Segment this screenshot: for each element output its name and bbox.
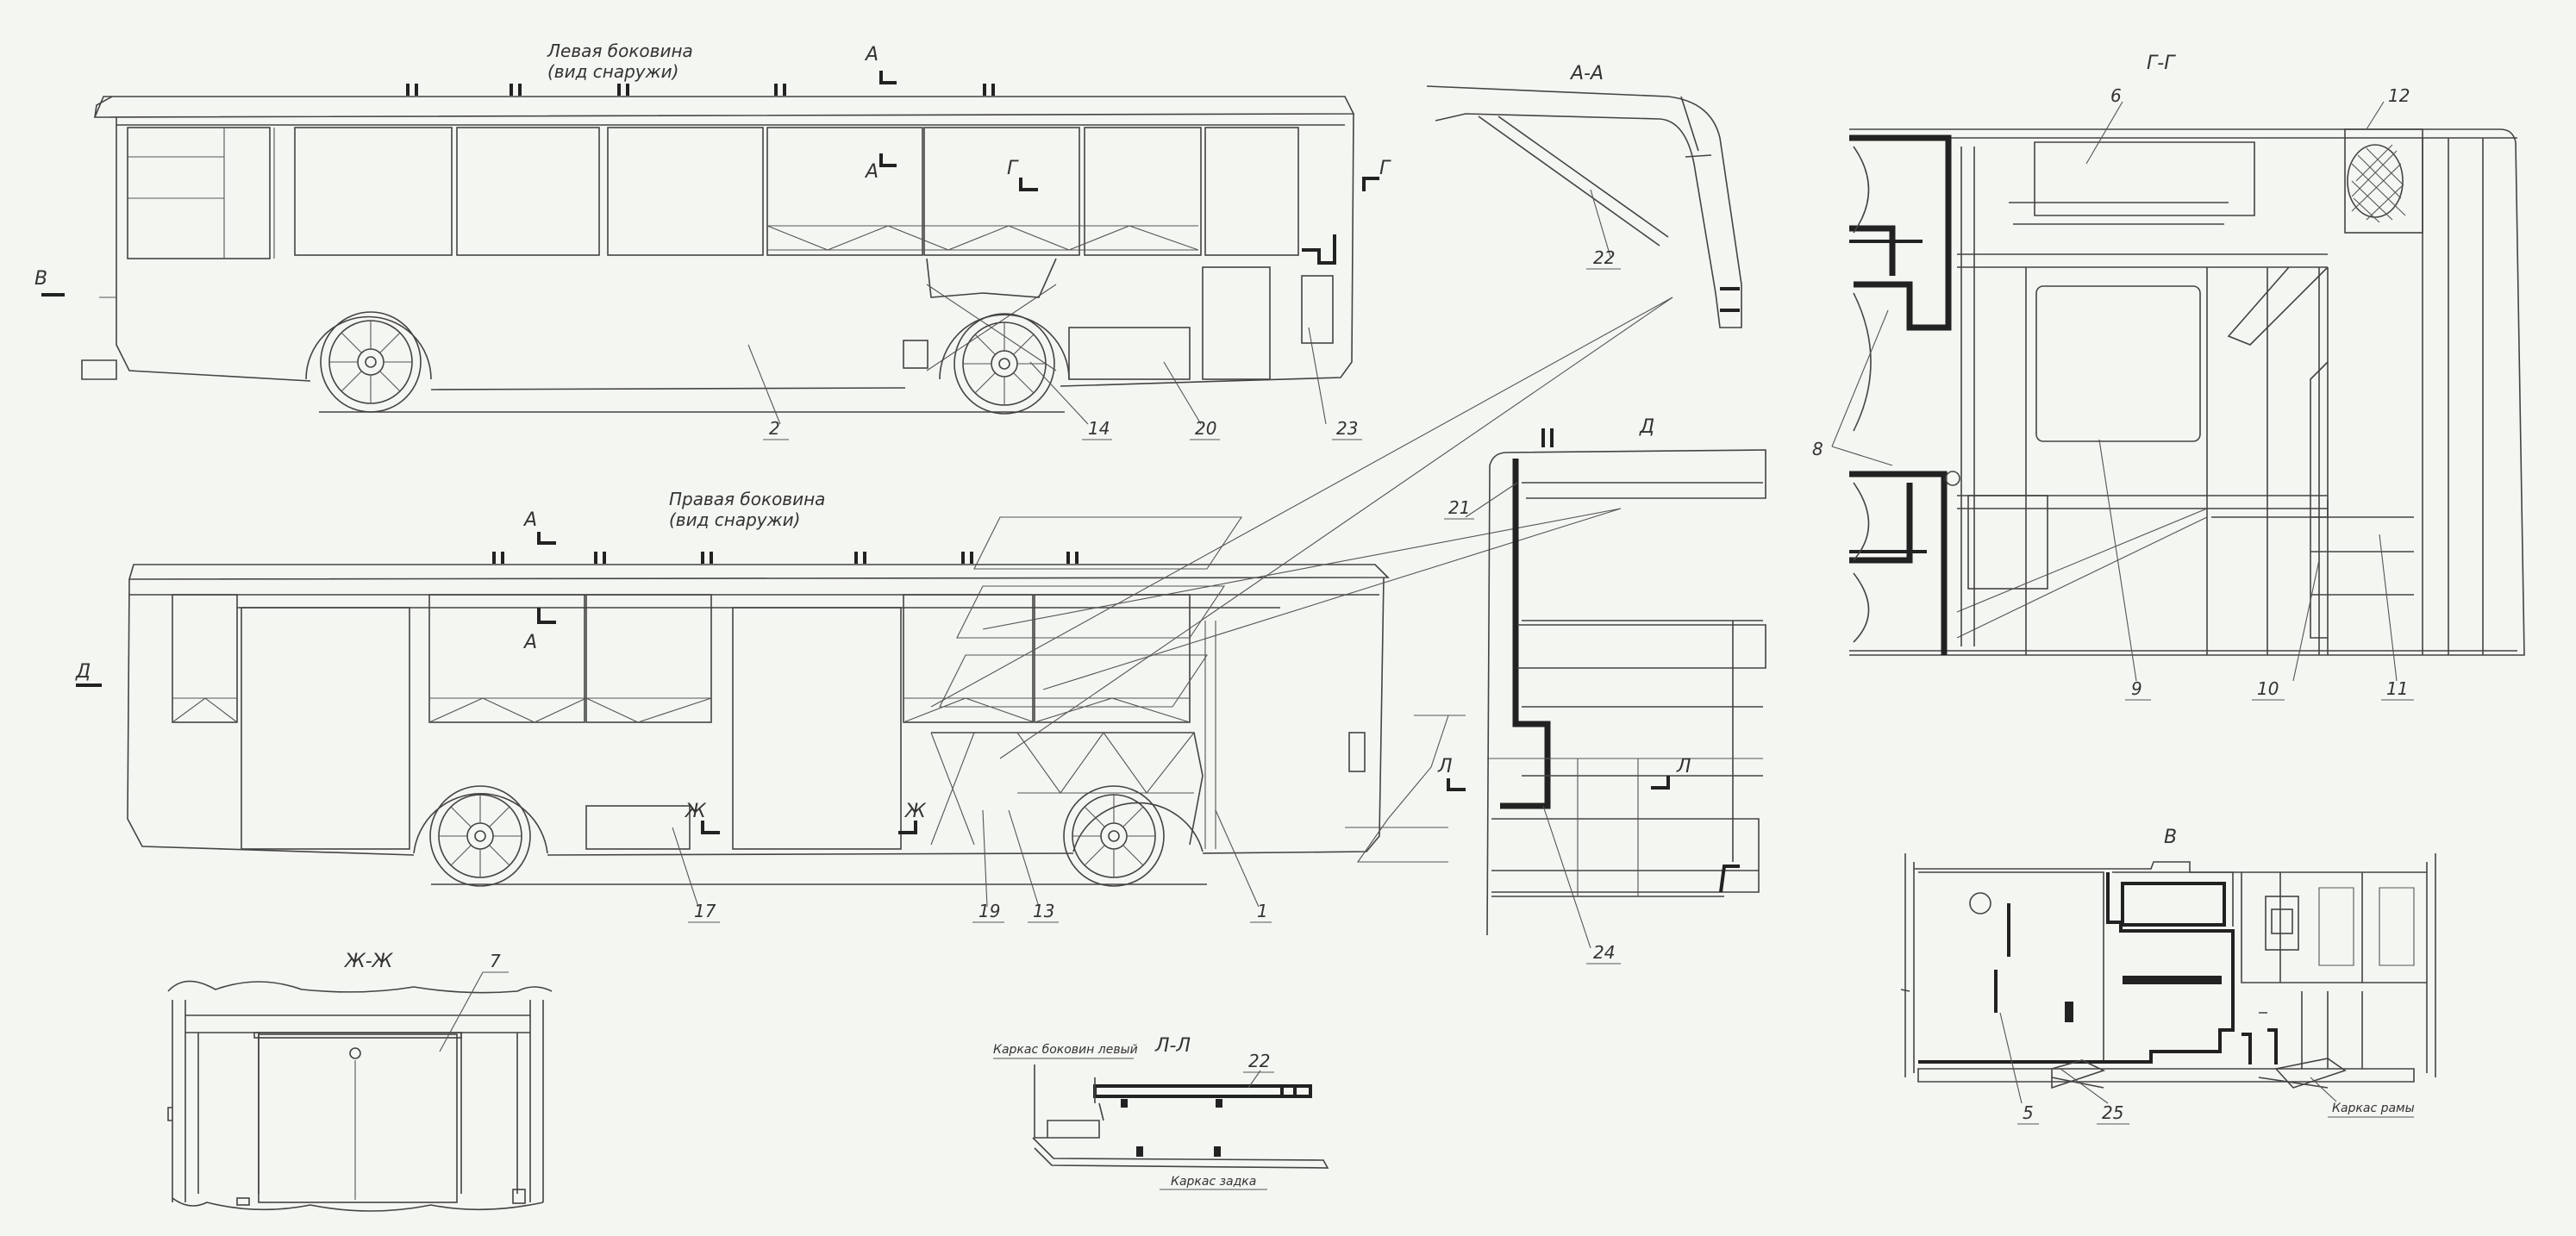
section-zhzh: Ж-Ж [167, 951, 553, 1212]
right-rear-wheel [1063, 785, 1204, 887]
left-rear-wheel [939, 313, 1070, 415]
left-side-title-line1: Левая боковина [547, 41, 693, 61]
right-front-wheel [413, 785, 548, 887]
left-side-view: Левая боковина (вид снаружи) [34, 41, 1391, 425]
section-zhzh-title: Ж-Ж [343, 951, 394, 972]
detail-leaders [930, 297, 1673, 863]
right-side-title-line1: Правая боковина [669, 489, 825, 509]
callout-12: 12 [2388, 85, 2410, 106]
left-front-wheel [305, 311, 432, 413]
mark-zh-2: Ж [903, 801, 927, 822]
callout-numbers: 2 14 20 23 22 21 24 17 19 13 1 6 12 8 9 … [483, 85, 2414, 1125]
callout-18: 20 [1195, 418, 1216, 439]
callout-20: 22 [1593, 247, 1615, 268]
callout-22: 22 [1248, 1051, 1270, 1071]
mark-a-right-1: А [522, 509, 537, 531]
callout-5: 5 [2023, 1102, 2034, 1123]
mark-l-2: Л [1676, 756, 1691, 777]
mark-g-2: Г [1379, 158, 1391, 179]
mark-g-1: Г [1007, 158, 1019, 179]
caption-karkas-bokoviny-levyi: Каркас боковин левый [993, 1043, 1138, 1057]
callout-23: 23 [1336, 418, 1358, 439]
callout-7: 7 [490, 951, 501, 971]
caption-karkas-zadka: Каркас задка [1171, 1175, 1256, 1189]
mark-d-1: Д [75, 661, 91, 683]
callout-6: 6 [2110, 85, 2122, 106]
mark-a-top-1: А [864, 44, 878, 66]
callout-21: 21 [1448, 497, 1470, 518]
mark-a-top-2: А [864, 161, 878, 183]
callout-17: 17 [694, 901, 716, 921]
section-gg-title: Г-Г [2147, 53, 2176, 74]
mark-d-2: Д [1639, 416, 1654, 438]
callout-2: 2 [769, 418, 780, 439]
right-side-view: Правая боковина (вид снаружи) [75, 489, 1390, 908]
mark-v-1: В [34, 268, 47, 290]
section-aa: А-А [1426, 63, 1742, 328]
callout-10: 10 [2257, 678, 2279, 699]
mark-v-2: В [2164, 827, 2177, 848]
mark-zh-1: Ж [684, 801, 707, 822]
callout-19: 19 [979, 901, 1000, 921]
callout-25: 25 [2102, 1102, 2123, 1123]
section-ll-title: Л-Л [1154, 1035, 1191, 1057]
section-d-d: Д Л Л [1437, 416, 1766, 949]
callout-14: 14 [1088, 418, 1110, 439]
callout-11: 11 [2386, 678, 2408, 699]
callout-8: 8 [1812, 439, 1823, 459]
callout-13: 13 [1033, 901, 1054, 921]
callout-1: 1 [1257, 901, 1268, 921]
right-side-title-line2: (вид снаружи) [669, 509, 800, 530]
section-ll: Л-Л Каркас боковин левый Каркас задка [993, 1035, 1329, 1190]
section-gg: Г-Г [1831, 53, 2525, 682]
mark-a-right-2: А [522, 632, 537, 653]
left-side-title-line2: (вид снаружи) [547, 61, 678, 82]
callout-9: 9 [2131, 678, 2142, 699]
view-v: В [1900, 827, 2436, 1104]
section-aa-title: А-А [1569, 63, 1604, 84]
caption-karkas-ramy: Каркас рамы [2332, 1102, 2415, 1115]
mark-l-1: Л [1437, 756, 1453, 777]
callout-24: 24 [1593, 942, 1615, 963]
